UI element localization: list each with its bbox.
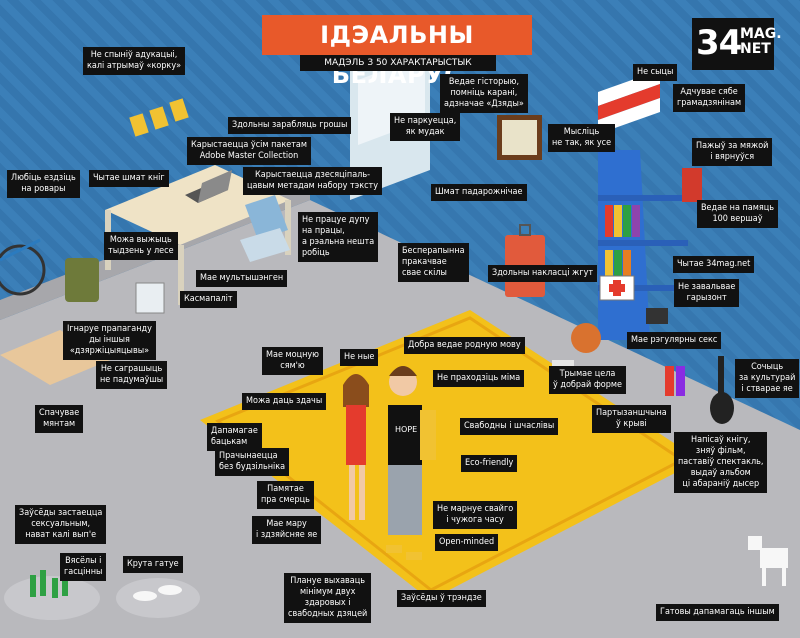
label-vesiol: Вясёлы і гасцінны: [60, 553, 107, 581]
spray-cans: [665, 366, 674, 396]
round-table-food: [116, 578, 200, 618]
label-mae-multi: Мае мультышэнген: [196, 270, 288, 287]
dog: [748, 536, 788, 586]
label-svabodny: Свабодны і шчаслівы: [460, 418, 559, 435]
label-ne-zavalvae: Не завальвае гарызонт: [674, 279, 740, 307]
label-shmat-padaro: Шмат падарожнічае: [431, 184, 527, 201]
label-pazhyu: Пажыў за мяжой і вярнуўся: [692, 138, 773, 166]
bicycle: [0, 244, 46, 296]
sneakers: [552, 360, 574, 370]
camera: [646, 308, 668, 324]
label-karystaecca-adobe: Карыстаецца ўсім пакетам Adobe Master Co…: [187, 137, 311, 165]
label-adchuvae: Адчувае сябе грамадзянінам: [673, 84, 746, 112]
label-mae-regular: Мае рэгулярны секс: [627, 332, 722, 349]
man: [386, 366, 436, 560]
label-prachynaecca: Прачынаецца без будзільніка: [215, 448, 290, 476]
label-ne-parkuecca: Не паркуецца, як мудак: [390, 113, 461, 141]
phone-booth: [682, 168, 702, 202]
label-chytae-34mag: Чытае 34mag.net: [673, 256, 755, 273]
label-chytae-shmat: Чытае шмат кніг: [89, 170, 169, 187]
label-ne-spyniu: Не спыніў адукацыі, калі атрымаў «корку»: [83, 47, 186, 75]
backpack: [65, 258, 99, 302]
label-mozha-vyzhyc: Можа выжыць тыдзень у лесе: [104, 232, 178, 260]
label-sochyc: Сочыць за культурай і стварае яе: [735, 359, 800, 398]
label-open-minded: Open-minded: [435, 534, 499, 551]
label-karystaecca-dziesiaci: Карыстаецца дзесяціпаль- цавым метадам н…: [243, 167, 383, 195]
label-ne-marnue: Не марнуе свайго і чужога часу: [433, 501, 518, 529]
label-zdolny-naklasci: Здольны накласці жгут: [488, 265, 598, 282]
label-vedae-gistoryiu: Ведае гісторыю, помніць карані, адзначае…: [440, 74, 528, 113]
label-dapamagae: Дапамагае бацькам: [207, 423, 262, 451]
label-zdolny-zarabliac: Здольны зарабляць грошы: [228, 117, 352, 134]
label-ne-pracue: Не працуе дупу на працы, а рэальна нешта…: [298, 212, 379, 262]
label-liubic-ezdzic: Любіць ездзіць на ровары: [7, 170, 80, 198]
logo-number: 34: [696, 23, 742, 63]
label-gatovy: Гатовы дапамагаць іншым: [656, 604, 779, 621]
label-mysliс: Мысліць не так, як усе: [548, 124, 616, 152]
shirt-text: HOPE: [395, 425, 417, 434]
label-partyzanshchyna: Партызаншчына ў крыві: [592, 405, 671, 433]
label-pamiatae: Памятае пра смерць: [257, 481, 314, 509]
label-mozha-dac: Можа даць здачы: [242, 393, 327, 410]
label-eco: Eco-friendly: [461, 455, 518, 472]
guitar: [718, 356, 724, 416]
label-mae-maru: Мае мару і здзяйсняе яе: [252, 516, 322, 544]
woman: [343, 374, 369, 520]
label-biesparypynna: Бесперапынна пракачвае свае скілы: [398, 243, 469, 282]
page-title: ІДЭАЛЬНЫ БЕЛАРУС: [240, 15, 532, 89]
label-ne-sycy: Не сыцы: [633, 64, 678, 81]
label-ne-prahodzic: Не праходзіць міма: [433, 370, 525, 387]
label-ignaruie: Ігнаруе прапаганду ды іншыя «дзяржіцыяцы…: [63, 321, 156, 360]
label-dobra-vedae: Добра ведае родную мову: [404, 337, 525, 354]
basketball: [571, 323, 601, 353]
label-kruta-gatue: Крута гатуе: [123, 556, 183, 573]
34mag-logo[interactable]: 34 MAG. NET: [692, 18, 782, 70]
label-ne-nye: Не ные: [340, 349, 379, 366]
label-vedae-100: Ведае на памяць 100 вершаў: [697, 200, 778, 228]
label-mae-mocnuiu: Мае моцную сям'ю: [262, 347, 323, 375]
label-zausiody-zastaecca: Заўсёды застаецца сексуальным, нават кал…: [15, 505, 107, 544]
label-planue: Плануе выхаваць мінімум двух здаровых і …: [284, 573, 372, 623]
logo-text: MAG. NET: [740, 26, 782, 57]
label-napisau: Напісаў кнігу, зняў фільм, паставіў спек…: [674, 432, 768, 493]
label-ne-sagraetsca: Не саграшыць не падумаўшы: [96, 361, 168, 389]
label-spachuvae: Спачувае мянтам: [35, 405, 84, 433]
label-trymae-cela: Трымае цела ў добрай форме: [549, 366, 626, 394]
page-subtitle: МАДЭЛЬ З 50 ХАРАКТАРЫСТЫК: [300, 55, 496, 71]
label-zausiody-u-trendzie: Заўсёды ў трэндзе: [397, 590, 486, 607]
trash-bin: [135, 282, 165, 314]
label-kasmapalit: Касмапаліт: [180, 291, 237, 308]
